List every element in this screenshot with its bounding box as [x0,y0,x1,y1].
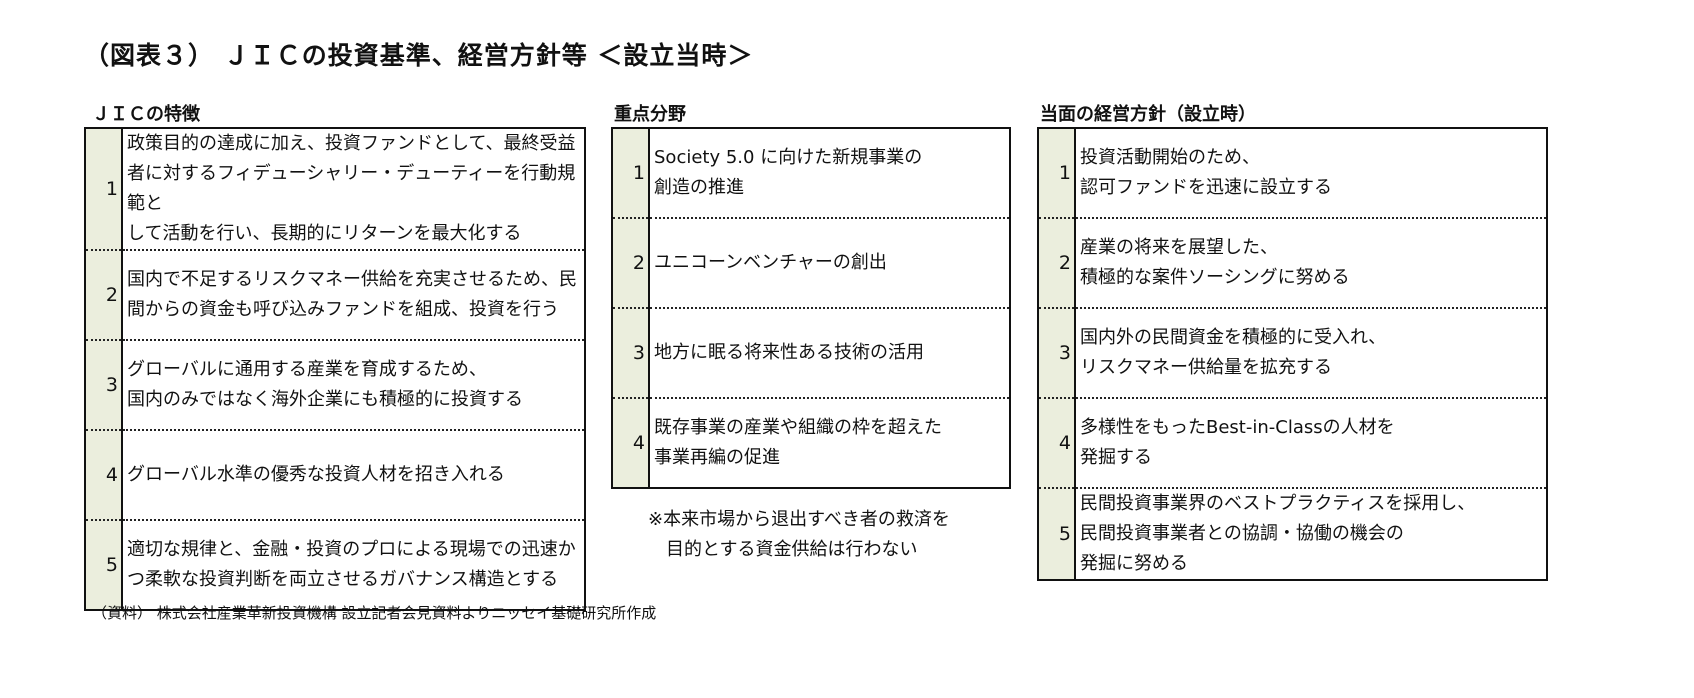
row-number: 1 [85,128,123,250]
row-number: 1 [1038,128,1076,218]
row-text: グローバル水準の優秀な投資人材を招き入れる [122,429,585,520]
row-text: Society 5.0 に向けた新規事業の 創造の推進 [654,147,923,198]
focus-areas-note: ※本来市場から退出すべき者の救済を 目的とする資金供給は行わない [648,509,950,560]
row-number: 4 [85,429,123,520]
row-text: 政策目的の達成に加え、投資ファンドとして、最終受益 者に対するフィデューシャリー… [127,133,576,244]
row-text: 投資活動開始のため、 認可ファンドを迅速に設立する [1080,147,1332,198]
row-text: グローバルに通用する産業を育成するため、 国内のみではなく海外企業にも積極的に投… [122,339,585,430]
section-heading-policy: 当面の経営方針（設立時） [1040,104,1256,125]
row-number: 4 [612,397,650,488]
row-number: 5 [85,519,123,610]
row-number: 2 [612,217,650,308]
row-number: 3 [612,307,650,398]
row-text: 民間投資事業界のベストプラクティスを採用し、 民間投資事業者との協調・協働の機会… [1075,487,1547,580]
source-note: （資料） 株式会社産業革新投資機構 設立記者会見資料よりニッセイ基礎研究所作成 [92,604,657,622]
figure-title: （図表３） ＪＩＣの投資基準、経営方針等 ＜設立当時＞ [84,41,754,70]
row-text: 既存事業の産業や組織の枠を超えた 事業再編の促進 [649,397,1010,488]
row-number: 5 [1038,487,1076,580]
section-heading-focus-areas: 重点分野 [614,104,686,125]
row-text: 地方に眠る将来性ある技術の活用 [649,307,1010,398]
row-number: 2 [85,249,123,340]
row-text: ユニコーンベンチャーの創出 [649,217,1010,308]
row-number: 2 [1038,217,1076,308]
row-text: 国内で不足するリスクマネー供給を充実させるため、民 間からの資金も呼び込みファン… [122,249,585,340]
row-number: 3 [85,339,123,430]
row-number: 3 [1038,307,1076,398]
row-text: 多様性をもったBest-in-Classの人材を 発掘する [1075,397,1547,488]
row-text: 国内外の民間資金を積極的に受入れ、 リスクマネー供給量を拡充する [1075,307,1547,398]
row-text: 産業の将来を展望した、 積極的な案件ソーシングに努める [1075,217,1547,308]
row-text: 適切な規律と、金融・投資のプロによる現場での迅速か つ柔軟な投資判断を両立させる… [122,519,585,610]
section-heading-features: ＪＩＣの特徴 [92,104,200,125]
row-number: 1 [612,128,650,218]
row-number: 4 [1038,397,1076,488]
